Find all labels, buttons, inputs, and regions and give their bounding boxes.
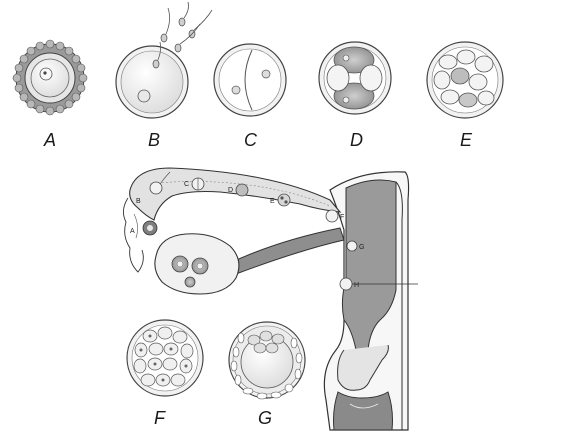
tract-marker-e: E xyxy=(270,198,275,205)
tract-four-cell xyxy=(235,183,249,197)
stage-label-a: A xyxy=(43,130,56,150)
tract-fertilization xyxy=(149,171,171,195)
stage-c-two-cell xyxy=(213,43,287,117)
tract-oocyte-release xyxy=(142,220,158,236)
tract-marker-a: A xyxy=(130,228,135,235)
stage-label-b: B xyxy=(148,130,160,150)
vagina xyxy=(333,391,393,431)
tract-marker-g: G xyxy=(359,244,364,251)
sperm-cells xyxy=(152,17,196,69)
stage-label-d: D xyxy=(350,130,363,150)
stage-label-f: F xyxy=(154,408,166,428)
cervix xyxy=(337,344,389,391)
fallopian-tube xyxy=(129,167,342,221)
stage-label-e: E xyxy=(460,130,473,150)
tract-marker-f: F xyxy=(340,214,344,221)
stage-g-blastocyst xyxy=(228,321,306,400)
stage-b-fertilization xyxy=(115,1,213,119)
tract-marker-d: D xyxy=(228,187,233,194)
stage-label-g: G xyxy=(258,408,272,428)
tract-marker-c: C xyxy=(184,181,189,188)
uterine-cavity xyxy=(341,179,397,351)
tract-morula xyxy=(277,193,291,207)
stage-d-four-cell xyxy=(318,41,392,115)
tract-implantation-early xyxy=(346,240,358,252)
tract-marker-h: H xyxy=(354,282,359,289)
fimbriae xyxy=(123,197,144,273)
reproductive-tract: A B C D E F G H xyxy=(123,167,418,431)
tract-marker-b: B xyxy=(136,198,141,205)
tract-blastocyst xyxy=(325,209,339,223)
tract-implantation xyxy=(339,277,418,291)
tract-two-cell xyxy=(191,177,205,191)
stage-f-morula-detail xyxy=(126,319,204,397)
stage-a-oocyte xyxy=(12,39,88,116)
ovarian-ligament xyxy=(231,227,345,275)
stage-e-morula xyxy=(426,41,504,119)
stage-label-c: C xyxy=(244,130,258,150)
